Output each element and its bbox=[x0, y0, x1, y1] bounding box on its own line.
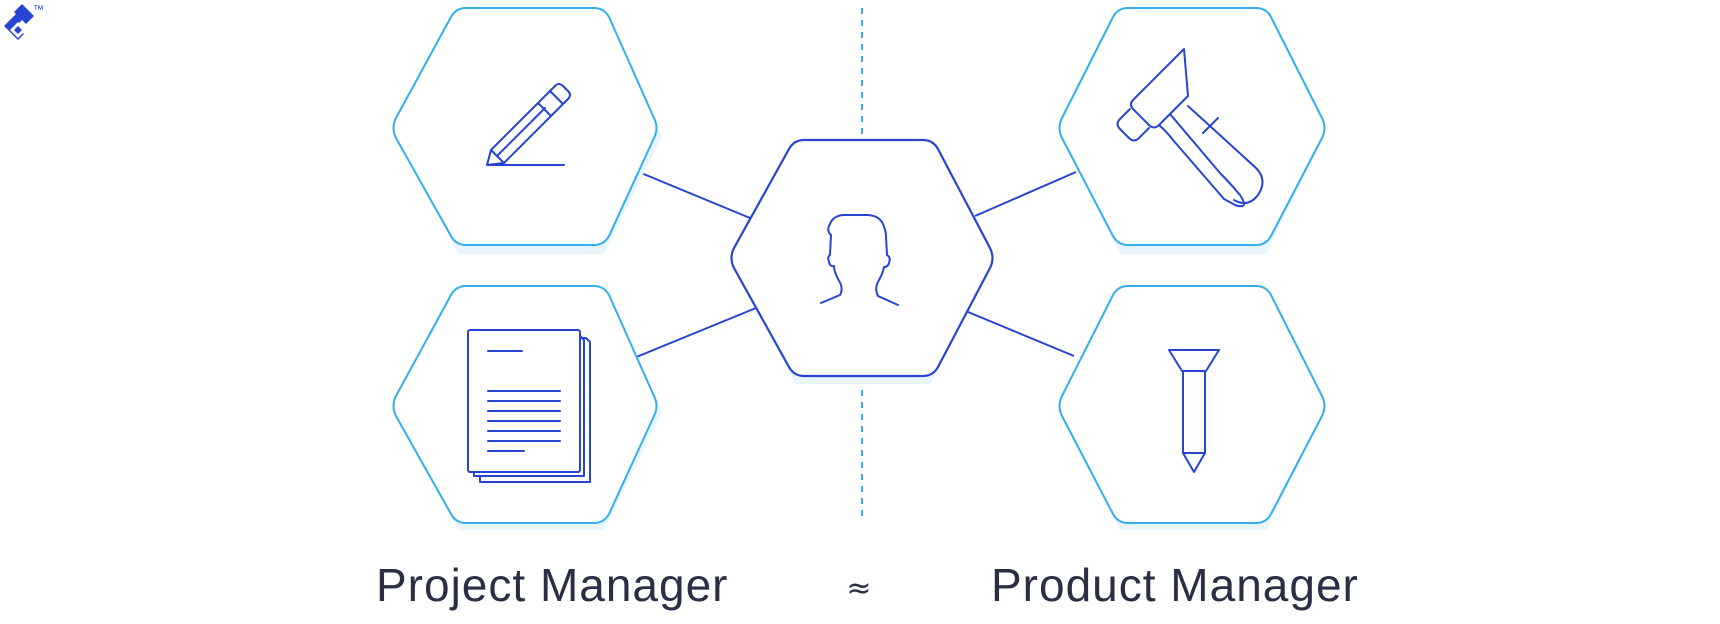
connector-left-bottom bbox=[633, 307, 757, 359]
trademark-mark: ™ bbox=[33, 4, 44, 16]
product-manager-label: Product Manager bbox=[991, 559, 1359, 611]
screw-icon bbox=[1168, 349, 1220, 473]
approx-equal-symbol: ≈ bbox=[846, 571, 871, 606]
connector-right-bottom bbox=[967, 311, 1075, 357]
toptal-logo-icon bbox=[4, 4, 34, 40]
connector-left-top bbox=[633, 169, 751, 219]
connector-right-top bbox=[974, 171, 1077, 217]
hex-node-pencil bbox=[392, 7, 662, 254]
hex-node-documents bbox=[392, 285, 662, 530]
hammer-icon bbox=[1116, 48, 1264, 208]
hex-node-screw bbox=[1058, 285, 1326, 530]
hex-node-person bbox=[730, 138, 994, 384]
hex-node-hammer bbox=[1058, 7, 1326, 254]
person-silhouette-icon bbox=[820, 214, 899, 306]
pencil-icon bbox=[486, 83, 571, 166]
document-stack-icon bbox=[467, 329, 591, 483]
project-manager-label: Project Manager bbox=[376, 559, 729, 611]
